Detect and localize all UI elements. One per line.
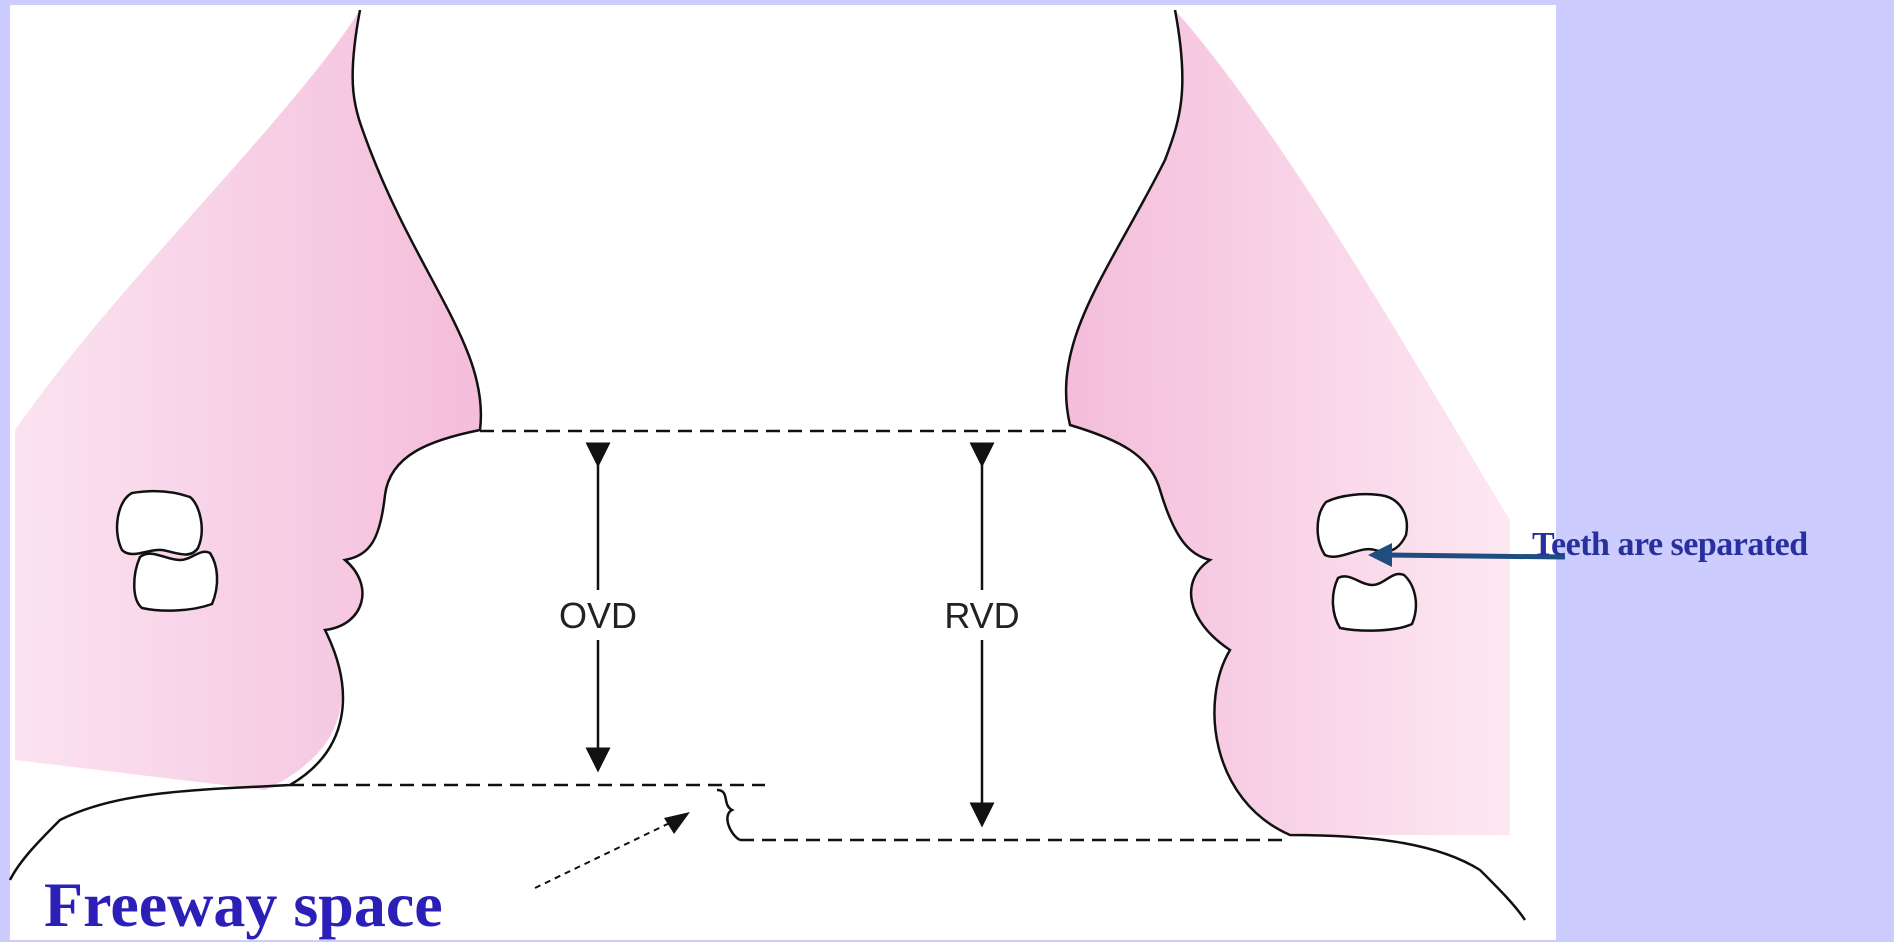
rvd-label: RVD bbox=[944, 595, 1019, 636]
freeway-pointer-arrowhead bbox=[664, 812, 690, 834]
teeth-separated-note: Teeth are separated bbox=[1532, 526, 1808, 564]
ovd-label: OVD bbox=[559, 595, 637, 636]
freeway-pointer-arrow bbox=[535, 818, 680, 888]
freeway-space-label: Freeway space bbox=[44, 868, 443, 942]
right-upper-tooth bbox=[1318, 494, 1407, 557]
left-upper-tooth bbox=[117, 491, 202, 554]
right-face-profile bbox=[1066, 10, 1510, 835]
left-lower-tooth bbox=[134, 552, 217, 611]
freeway-bracket bbox=[717, 790, 740, 840]
left-face-profile bbox=[15, 10, 481, 790]
